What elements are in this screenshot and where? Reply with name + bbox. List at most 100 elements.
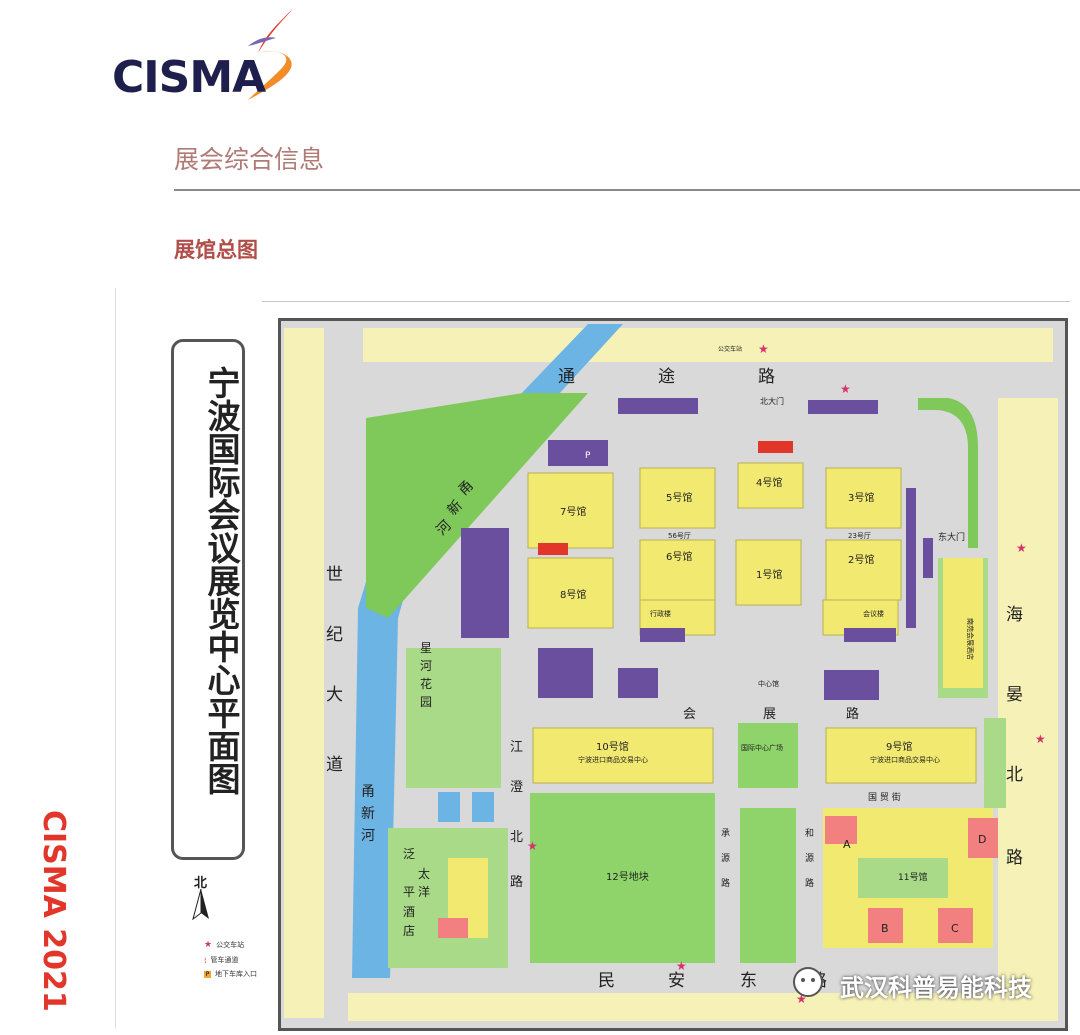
hall-5-label: 5号馆 [666, 491, 692, 504]
bus-stop-star-icon: ★ [527, 839, 538, 853]
zone-c-label: C [951, 922, 959, 935]
east-gate-label: 东大门 [938, 531, 965, 543]
wechat-icon [793, 967, 823, 997]
hotel-label-char: 平 [403, 885, 415, 899]
nanyuan-hotel-label: 南苑会展酒店 [966, 618, 975, 660]
plot-12-label: 12号地块 [606, 870, 649, 883]
hall-3-label: 3号馆 [848, 491, 874, 504]
road-heyuan-char: 路 [805, 877, 814, 889]
road-west-char: 世 [326, 565, 343, 585]
watermark-text: 武汉科普易能科技 [840, 974, 1032, 1002]
road-jiangcheng-char: 北 [510, 830, 523, 845]
star-icon: ★ [204, 940, 213, 950]
zone-d-label: D [978, 833, 986, 846]
hotel-label-char: 洋 [418, 884, 430, 899]
road-east-char: 晏 [1006, 685, 1023, 705]
road-west-char: 道 [326, 755, 343, 775]
bus-stop-label: 公交车站 [718, 345, 742, 353]
road-north-char: 通 [558, 367, 575, 387]
map-title-box [171, 339, 245, 860]
river-label-char: 河 [361, 828, 375, 844]
garden-label-char: 园 [420, 695, 432, 709]
side-brand-label: CISMA 2021 [36, 810, 71, 1012]
hall-10-label: 10号馆 [596, 740, 629, 753]
road-guomao-label: 国 贸 街 [868, 791, 901, 803]
bus-stop-star-icon: ★ [1035, 732, 1046, 746]
garden-label-char: 花 [420, 676, 432, 691]
plaza-label: 国际中心广场 [741, 743, 783, 752]
logo-wordmark: CISMA [112, 52, 266, 103]
subsection-title: 展馆总图 [174, 238, 258, 262]
road-south-char: 民 [598, 971, 615, 991]
road-chengyuan-char: 路 [721, 877, 730, 889]
north-arrow-icon [192, 889, 209, 921]
road-middle-char: 会 [683, 707, 696, 722]
section-title: 展会综合信息 [174, 145, 325, 174]
side-brand-text: CISMA 2021 [36, 810, 71, 1012]
hall-6-label: 6号馆 [666, 550, 692, 563]
road-middle-char: 展 [763, 707, 776, 722]
admin-building-label: 行政楼 [650, 609, 671, 618]
road-chengyuan-char: 承 [721, 828, 730, 839]
hotel-label-char: 店 [403, 924, 415, 938]
divider [174, 189, 1080, 191]
center-hall-label: 中心馆 [758, 679, 779, 688]
road-south-char: 东 [740, 971, 757, 991]
road-east-char: 海 [1006, 605, 1023, 625]
hall-56-label: 56号厅 [668, 532, 691, 540]
river-label-char: 甬 [361, 784, 375, 800]
bus-stop-star-icon: ★ [676, 959, 687, 973]
parking-label: P [585, 451, 591, 461]
hotel-label-char: 太 [418, 866, 430, 881]
legend-label: 公交车站 [216, 941, 245, 949]
hall-1-label: 1号馆 [756, 568, 782, 581]
hall-8-label: 8号馆 [560, 588, 586, 601]
road-west-char: 纪 [326, 625, 343, 645]
road-west-char: 大 [326, 685, 343, 705]
legend-item-bus: ★ 公交车站 [204, 940, 244, 950]
garden-label-char: 星 [420, 641, 432, 655]
hall-23-label: 23号厅 [848, 532, 871, 540]
divider [262, 301, 1070, 302]
hotel-label-char: 酒 [403, 905, 415, 919]
north-gate-label: 北大门 [760, 396, 784, 406]
parking-entrance-icon: P [204, 970, 211, 978]
cisma-logo [248, 8, 293, 100]
meeting-building-label: 会议楼 [863, 609, 884, 618]
road-jiangcheng-char: 路 [510, 874, 523, 890]
divider [115, 288, 116, 1028]
import-center-label-2: 宁波进口商品交易中心 [870, 755, 940, 764]
road-east-char: 北 [1006, 765, 1023, 785]
north-label: 北 [194, 876, 208, 891]
venue-map: P 北大门 7号馆 8号馆 5号馆 56号厅 6号馆 4号馆 1号馆 3号馆 2… [278, 318, 1068, 1031]
road-heyuan-char: 和 [805, 828, 814, 839]
road-jiangcheng-char: 江 [510, 740, 523, 755]
road-jiangcheng-char: 澄 [510, 780, 523, 795]
hall-4-label: 4号馆 [756, 476, 782, 489]
bus-stop-star-icon: ★ [840, 382, 851, 396]
hall-2-label: 2号馆 [848, 553, 874, 566]
zone-a-label: A [843, 838, 851, 851]
hall-11-label: 11号馆 [898, 871, 927, 883]
bus-stop-star-icon: ★ [796, 992, 807, 1006]
legend-label: 管车通道 [210, 956, 239, 964]
garden-label-char: 河 [420, 659, 432, 673]
road-heyuan-char: 源 [805, 853, 814, 864]
legend-item-walkway: ⁞ 管车通道 [204, 955, 239, 965]
map-title: 宁波国际会议展览中心平面图 [202, 366, 241, 795]
road-middle-char: 路 [846, 706, 859, 722]
hall-7-label: 7号馆 [560, 505, 586, 518]
road-north-char: 路 [758, 367, 775, 387]
import-center-label: 宁波进口商品交易中心 [578, 755, 648, 764]
bus-stop-star-icon: ★ [758, 342, 769, 356]
hotel-label-char: 泛 [403, 847, 415, 861]
hall-9-label: 9号馆 [886, 740, 912, 753]
river-label-char: 新 [361, 806, 375, 822]
legend-item-parking: P 地下车库入口 [204, 969, 257, 979]
road-chengyuan-char: 源 [721, 853, 730, 864]
road-south-char: 安 [668, 971, 685, 991]
walkway-icon: ⁞ [204, 955, 207, 965]
road-east-char: 路 [1006, 848, 1023, 868]
zone-b-label: B [881, 922, 889, 935]
legend-label: 地下车库入口 [215, 970, 257, 978]
